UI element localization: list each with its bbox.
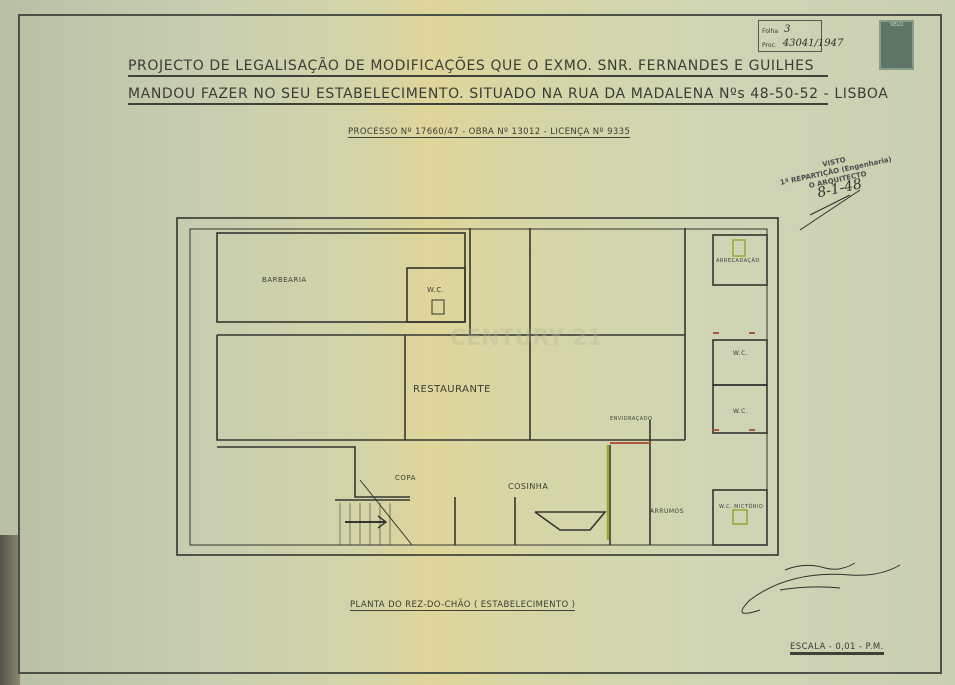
folio-label: Folha xyxy=(762,28,779,35)
revenue-stamp-text: SELO xyxy=(890,22,903,28)
visto-signature xyxy=(799,189,861,231)
title-line-2: MANDOU FAZER NO SEU ESTABELECIMENTO. SIT… xyxy=(128,86,888,105)
drawing-border xyxy=(18,14,942,674)
label-arrumos: ARRUMOS xyxy=(650,508,684,515)
room-barbearia xyxy=(216,232,466,323)
room-arrecadacao xyxy=(712,234,768,286)
room-copa xyxy=(217,446,410,498)
proc-label: Proc. xyxy=(762,42,777,49)
toilet-fixture xyxy=(431,299,445,315)
room-wc-right-2 xyxy=(712,384,768,434)
scan-edge-shadow xyxy=(0,535,20,685)
scale-label: ESCALA - 0,01 - P.M. xyxy=(790,642,884,655)
label-restaurante: RESTAURANTE xyxy=(413,384,491,395)
label-wc-right-2: W.C. xyxy=(733,408,748,415)
label-wc-small: W.C. xyxy=(427,286,444,294)
process-line: PROCESSO Nº 17660/47 - OBRA Nº 13012 - L… xyxy=(348,127,631,138)
room-wc-mictorio xyxy=(712,489,768,546)
stair-arrow-icon xyxy=(377,515,388,529)
revenue-stamp: SELO xyxy=(879,20,914,70)
label-arrecadacao: ARRECADAÇÃO xyxy=(716,257,760,264)
label-wc-right-1: W.C. xyxy=(733,350,748,357)
title-line-1: PROJECTO DE LEGALISAÇÃO DE MODIFICAÇÕES … xyxy=(128,58,828,77)
demolition-red xyxy=(610,332,767,444)
stair-cut-line xyxy=(359,479,413,546)
label-wc-mictorio: W.C. MICTÓRIO xyxy=(719,503,763,510)
outer-wall xyxy=(176,217,779,556)
kitchen-hood xyxy=(534,511,607,531)
new-walls-yellow xyxy=(606,239,748,540)
plan-caption: PLANTA DO REZ-DO-CHÃO ( ESTABELECIMENTO … xyxy=(350,600,576,611)
label-barbearia: BARBEARIA xyxy=(262,276,307,284)
room-wc-right-1 xyxy=(712,339,768,386)
wall xyxy=(217,228,471,336)
room-wc-small xyxy=(406,267,466,323)
watermark: CENTURY 21 xyxy=(450,326,602,351)
stair-treads xyxy=(339,503,391,545)
folio-box: Folha 3 Proc. 43041/1947 xyxy=(758,20,843,52)
folio-value: 3 xyxy=(784,24,791,35)
room-restaurante xyxy=(216,335,685,441)
signature xyxy=(741,562,901,614)
label-envidracado: ENVIDRAÇADO xyxy=(610,416,652,422)
label-cozinha: COSINHA xyxy=(508,482,548,491)
proc-value: 43041/1947 xyxy=(782,38,844,49)
label-copa: COPA xyxy=(395,474,416,482)
